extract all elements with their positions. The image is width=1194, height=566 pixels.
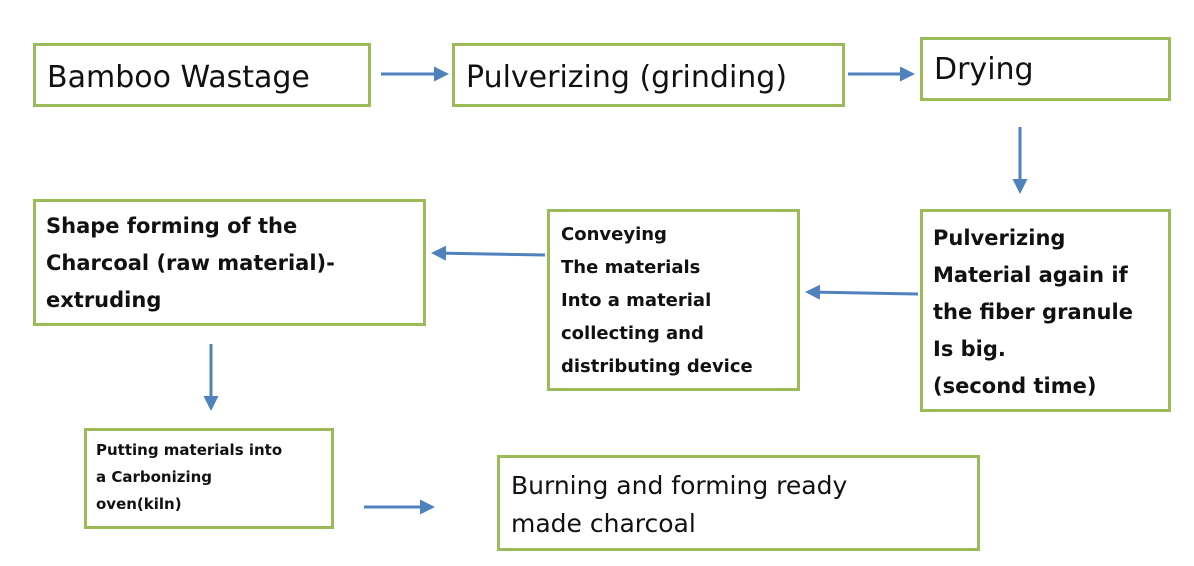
node-label: Bamboo Wastage	[47, 60, 310, 95]
node-label: Conveying The materials Into a material …	[561, 224, 753, 377]
node-conveying: Conveying The materials Into a material …	[547, 209, 800, 391]
arrow-conveying-to-shape-forming	[431, 245, 546, 261]
node-label: Drying	[934, 52, 1034, 87]
node-label: Shape forming of the Charcoal (raw mater…	[46, 214, 335, 312]
node-carbonizing-oven: Putting materials into a Carbonizing ove…	[84, 428, 334, 529]
node-burning-forming: Burning and forming ready made charcoal	[497, 455, 980, 551]
node-shape-forming: Shape forming of the Charcoal (raw mater…	[33, 199, 426, 326]
node-pulverizing-grinding: Pulverizing (grinding)	[452, 43, 845, 107]
node-label: Pulverizing (grinding)	[466, 60, 788, 95]
node-drying: Drying	[920, 37, 1171, 101]
arrow-pulverizing-again-to-conveying	[805, 284, 919, 300]
node-label: Pulverizing Material again if the fiber …	[933, 226, 1133, 398]
node-label: Burning and forming ready made charcoal	[511, 471, 848, 538]
node-label: Putting materials into a Carbonizing ove…	[96, 441, 283, 513]
node-pulverizing-again: Pulverizing Material again if the fiber …	[920, 209, 1171, 412]
node-bamboo-wastage: Bamboo Wastage	[33, 43, 371, 107]
